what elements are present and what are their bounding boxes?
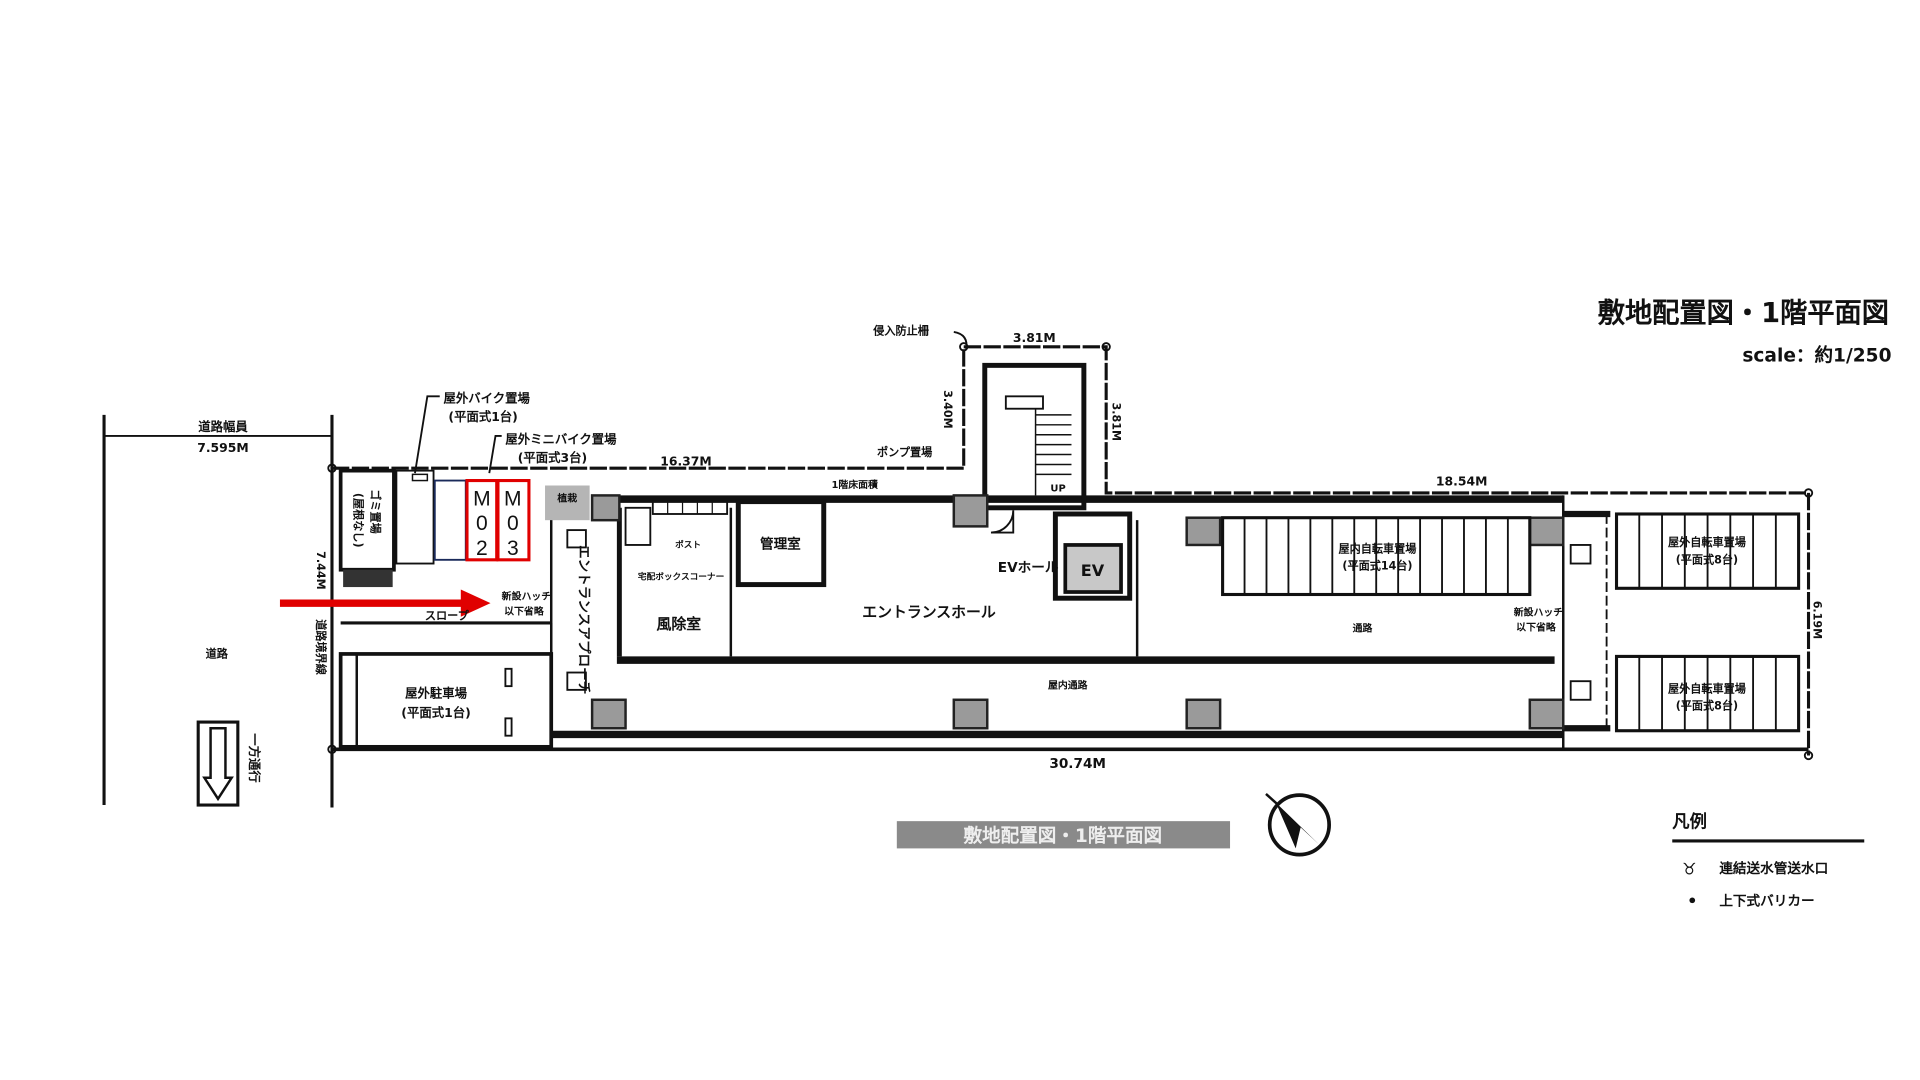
north-arrow-icon xyxy=(1265,792,1331,857)
garbage-sub: (屋根なし) xyxy=(351,493,365,548)
dim-16-37: 16.37M xyxy=(660,455,711,469)
mini-bike-parking-label: 屋外ミニバイク置場 xyxy=(505,431,617,446)
dim-7-44: 7.44M xyxy=(314,551,327,590)
bike-parking-label: 屋外バイク置場 xyxy=(443,391,530,406)
hatch-left-label: 新設ハッチ xyxy=(502,589,552,602)
stairs xyxy=(1034,408,1072,496)
dim-18-54: 18.54M xyxy=(1436,475,1487,489)
garbage-label: ゴミ置場 xyxy=(369,489,383,534)
hatch-right-label: 新設ハッチ xyxy=(1514,606,1564,619)
delivery-box-label: 宅配ボックスコーナー xyxy=(638,571,724,583)
outdoor-bike1-sub: (平面式8台) xyxy=(1676,553,1738,567)
one-way-label: 一方通行 xyxy=(247,733,262,783)
garbage-base xyxy=(343,569,393,588)
siamese-connection-icon xyxy=(566,529,587,549)
management-room-label: 管理室 xyxy=(760,536,801,553)
svg-text:0: 0 xyxy=(476,512,488,535)
pump-label: ポンプ置場 xyxy=(877,445,932,459)
management-room xyxy=(735,499,827,588)
outdoor-bike-rack-2 xyxy=(1614,654,1801,733)
drawing-title: 敷地配置図・1階平面図 xyxy=(1598,297,1889,329)
indoor-bike-label: 屋内自転車置場 xyxy=(1338,541,1416,555)
hatch-right-sub: 以下省略 xyxy=(1516,620,1557,633)
dim-3-81: 3.81M xyxy=(1013,331,1056,345)
outdoor-bike2-sub: (平面式8台) xyxy=(1676,699,1738,713)
bike-parking-space xyxy=(395,469,435,565)
outdoor-bike-rack-1 xyxy=(1614,512,1801,590)
mini-bike-slot-m02[interactable]: M 0 2 xyxy=(465,479,499,562)
one-way-arrow-icon xyxy=(196,720,240,807)
planting-label: 植栽 xyxy=(556,492,577,505)
ev-label: EV xyxy=(1081,561,1105,580)
door xyxy=(990,510,1015,534)
red-arrow-icon xyxy=(279,589,491,617)
road-width-value: 7.595M xyxy=(197,441,248,455)
svg-text:2: 2 xyxy=(476,537,488,560)
planting-area xyxy=(545,485,590,521)
outdoor-bike1-label: 屋外自転車置場 xyxy=(1668,535,1746,549)
indoor-bike-rack xyxy=(1221,516,1532,597)
siamese-connection-icon xyxy=(1569,680,1592,701)
parking-sub: (平面式1台) xyxy=(401,705,470,720)
indoor-bike-sub: (平面式14台) xyxy=(1342,559,1412,573)
mini-bike-parking-sub: (平面式3台) xyxy=(518,450,587,465)
mini-bike-slot-m03[interactable]: M 0 3 xyxy=(496,479,531,562)
indoor-passage-label: 屋内通路 xyxy=(1048,679,1088,692)
up-label: UP xyxy=(1050,484,1065,495)
svg-text:M: M xyxy=(504,487,522,510)
parking-area xyxy=(338,652,554,749)
drawing-scale: scale：約1/250 xyxy=(1742,345,1891,367)
outdoor-bike2-label: 屋外自転車置場 xyxy=(1668,681,1746,695)
bottom-title-bar xyxy=(896,821,1231,849)
svg-text:M: M xyxy=(473,487,491,510)
svg-text:3: 3 xyxy=(507,537,519,560)
stair-tower xyxy=(982,362,1087,511)
floor-area-label: 1階床面積 xyxy=(831,478,878,491)
pillars xyxy=(590,494,1565,730)
road-label: 道路 xyxy=(206,647,229,661)
siamese-connection-icon xyxy=(566,671,587,691)
bike-parking-sub: (平面式1台) xyxy=(448,409,517,424)
ev-hall-label: EVホール xyxy=(998,560,1059,576)
bottom-title: 敷地配置図・1階平面図 xyxy=(964,825,1163,847)
legend-item-bollard: 上下式バリカー xyxy=(1719,892,1814,909)
site-outline xyxy=(331,345,1811,756)
mini-bike-slot-1[interactable] xyxy=(433,479,467,561)
mailbox-grid xyxy=(651,500,729,515)
windbreak-room-label: 風除室 xyxy=(657,615,702,633)
parking-label: 屋外駐車場 xyxy=(405,685,468,700)
dim-3-81-vertical: 3.81M xyxy=(1109,403,1122,442)
dim-3-40: 3.40M xyxy=(941,390,954,429)
legend-symbol-bollard-icon: • xyxy=(1687,892,1697,911)
boundary-label: 道路境界線 xyxy=(314,619,328,675)
road-width-label: 道路幅員 xyxy=(198,419,248,434)
entrance-approach-label: エントランスアプローチ xyxy=(576,545,592,694)
legend-item-siamese: 連結送水管送水口 xyxy=(1719,860,1828,877)
dim-6-19: 6.19M xyxy=(1810,601,1823,640)
dim-30-74: 30.74M xyxy=(1049,756,1106,772)
hatch-left-sub: 以下省略 xyxy=(504,604,545,617)
legend-title: 凡例 xyxy=(1672,811,1707,832)
elevator xyxy=(1063,543,1123,594)
legend-symbol-siamese-icon: ♉ xyxy=(1682,859,1696,878)
svg-text:0: 0 xyxy=(507,512,519,535)
mailbox-label: ポスト xyxy=(675,538,701,550)
siamese-connection-icon xyxy=(1569,544,1592,565)
garbage-area xyxy=(338,468,396,572)
passage-label: 通路 xyxy=(1353,622,1373,635)
slope-label: スロープ xyxy=(425,608,470,622)
intrusion-label: 侵入防止柵 xyxy=(872,323,930,337)
entrance-hall-label: エントランスホール xyxy=(862,603,996,621)
